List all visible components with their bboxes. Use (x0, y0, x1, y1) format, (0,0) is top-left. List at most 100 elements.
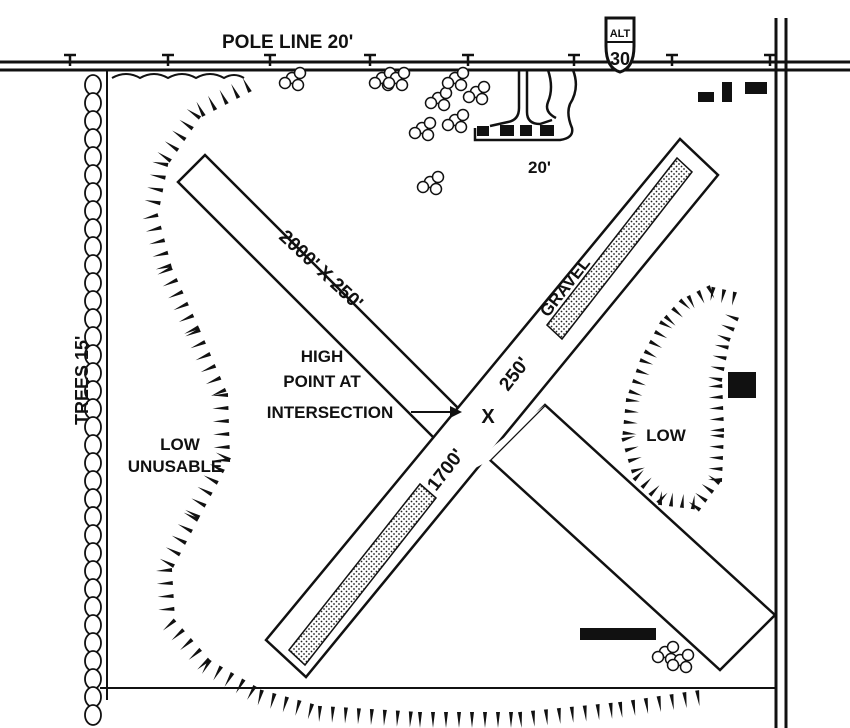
shrub (651, 650, 665, 664)
hachure-mark (710, 428, 725, 432)
hachure-mark (158, 606, 175, 611)
hachure-mark (543, 709, 548, 726)
hachure-mark (708, 456, 723, 461)
hachure-mark (282, 696, 289, 713)
hachure-mark (635, 368, 650, 376)
hachure-mark (706, 285, 715, 299)
tree (84, 308, 102, 330)
hachure-mark (183, 512, 199, 522)
low-area-hachures (142, 77, 739, 728)
shrub (456, 66, 470, 80)
tree (84, 74, 102, 96)
hachure-mark (178, 313, 195, 322)
hachure-mark (530, 710, 535, 727)
hachure-mark (209, 463, 225, 474)
tree (84, 704, 102, 726)
tree (84, 614, 102, 636)
hachure-mark (709, 406, 724, 411)
hachure-mark (663, 314, 676, 326)
tree (84, 686, 102, 708)
tree (84, 542, 102, 564)
hachure-mark (382, 709, 387, 726)
tree (84, 560, 102, 582)
hachure-mark (709, 445, 724, 450)
hachure-mark (688, 501, 702, 512)
hachure-mark (710, 286, 716, 301)
shrub (424, 96, 438, 110)
shrub (421, 128, 435, 142)
hachure-mark (418, 712, 422, 728)
hachure-mark (318, 705, 322, 722)
hachure-mark (653, 329, 668, 339)
hachure-mark (343, 707, 348, 724)
hachure-mark (307, 703, 315, 720)
hachure-mark (709, 434, 724, 439)
shrub (395, 78, 409, 92)
hachure-mark (632, 469, 644, 482)
hachure-mark (721, 289, 727, 304)
intersection-mark: X (481, 406, 495, 428)
building-right (728, 372, 756, 398)
gravel-strip-sw (287, 482, 438, 667)
hachure-mark (270, 692, 277, 709)
hachure-mark (219, 89, 229, 105)
hachure-mark (622, 430, 637, 435)
low-left-label-2: UNUSABLE (128, 457, 222, 476)
hachure-mark (145, 225, 162, 232)
hachure-mark (624, 446, 639, 453)
hachure-mark (457, 712, 461, 728)
hachure-mark (215, 452, 231, 462)
tree (84, 578, 102, 600)
hachure-mark (157, 151, 172, 163)
tree (84, 128, 102, 150)
tree (84, 146, 102, 168)
route-number-label: 30 (610, 49, 630, 69)
hachure-mark (172, 130, 187, 142)
hachure-mark (212, 393, 229, 397)
hachure-mark (231, 83, 241, 99)
hachure-mark (149, 238, 166, 245)
hachure-mark (632, 378, 646, 386)
hachure-mark (156, 568, 173, 572)
hachure-mark (224, 671, 235, 687)
shrub (441, 76, 455, 90)
hachure-mark (212, 418, 229, 423)
hachure-mark (712, 355, 727, 361)
shrub (679, 660, 693, 674)
shrub (454, 78, 468, 92)
hachure-mark (630, 467, 645, 474)
tree (84, 110, 102, 132)
tree (84, 92, 102, 114)
shrub (475, 92, 489, 106)
shrub (368, 76, 382, 90)
hachure-mark (708, 478, 723, 482)
tree (84, 452, 102, 474)
hachure-mark (213, 665, 223, 681)
hachure-mark (621, 435, 636, 442)
tree (84, 236, 102, 258)
hachure-mark (470, 712, 474, 728)
pole-line-label: POLE LINE 20' (222, 32, 353, 53)
tree (84, 632, 102, 654)
hachure-mark (149, 174, 166, 180)
building-bottom (580, 628, 656, 640)
hachure-mark (643, 697, 649, 714)
hachure-mark (164, 141, 180, 152)
hachure-mark (188, 647, 202, 660)
hachure-mark (717, 334, 731, 342)
hachure-mark (208, 95, 218, 111)
buildings-near-road (477, 125, 554, 136)
hachure-mark (200, 363, 217, 373)
tree (84, 596, 102, 618)
hachure-mark (708, 467, 723, 472)
hachure-mark (330, 706, 335, 723)
hachure-mark (190, 340, 206, 349)
hedge-top (111, 73, 245, 80)
hachure-mark (157, 266, 173, 275)
hachure-mark (725, 314, 739, 322)
hachure-mark (242, 77, 252, 93)
pole-line-ticks (64, 53, 776, 66)
hachure-mark (623, 419, 638, 424)
shrub (456, 108, 470, 122)
